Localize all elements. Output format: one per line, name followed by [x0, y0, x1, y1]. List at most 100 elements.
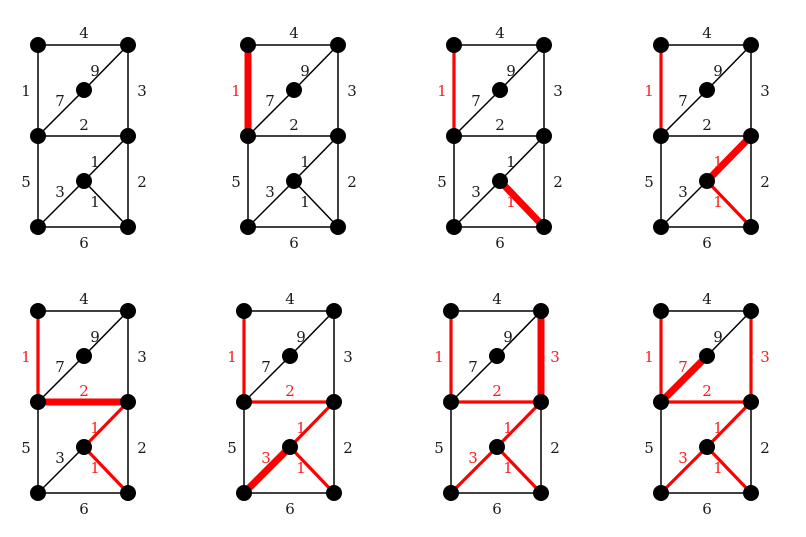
vertex-TR [533, 303, 549, 319]
edge-weight-label: 2 [492, 382, 502, 400]
edge-weight-label: 9 [503, 328, 513, 346]
vertex-CT [76, 348, 92, 364]
vertex-BL [446, 219, 462, 235]
vertex-CT [76, 82, 92, 98]
edge-weight-label: 2 [550, 439, 560, 457]
edge-weight-label: 3 [550, 348, 560, 366]
edge-weight-label: 1 [296, 459, 306, 477]
edge-weight-label: 3 [678, 449, 688, 467]
vertex-MR [330, 128, 346, 144]
edge-weight-label: 7 [265, 92, 275, 110]
edge-weight-label: 1 [437, 82, 447, 100]
edge-weight-label: 2 [285, 382, 295, 400]
edge-weight-label: 3 [760, 82, 770, 100]
vertex-BL [240, 219, 256, 235]
edge-CT-ML [243, 355, 291, 403]
vertex-CB [699, 439, 715, 455]
edge-weight-label: 9 [713, 62, 723, 80]
vertex-CB [492, 173, 508, 189]
edge-weight-label: 2 [79, 382, 89, 400]
vertex-ML [30, 394, 46, 410]
edge-weight-label: 3 [760, 348, 770, 366]
edge-CB-BR [293, 180, 339, 228]
edge-TR-CT [706, 44, 752, 91]
edge-weight-label: 1 [231, 82, 241, 100]
vertex-CT [699, 82, 715, 98]
vertex-TL [653, 303, 669, 319]
edge-weight-label: 3 [347, 82, 357, 100]
vertex-TR [743, 303, 759, 319]
edge-weight-label: 2 [137, 439, 147, 457]
edge-weight-label: 3 [553, 82, 563, 100]
edge-weight-label: 1 [434, 348, 444, 366]
edge-weight-label: 1 [503, 459, 513, 477]
edge-weight-label: 3 [343, 348, 353, 366]
edge-CB-BR [83, 180, 129, 228]
vertex-ML [240, 128, 256, 144]
edge-weight-label: 3 [261, 449, 271, 467]
edge-weight-label: 7 [261, 358, 271, 376]
vertex-ML [653, 128, 669, 144]
vertex-MR [326, 394, 342, 410]
vertex-TL [446, 37, 462, 53]
vertex-BR [120, 485, 136, 501]
vertex-TL [653, 37, 669, 53]
vertex-BR [533, 485, 549, 501]
edge-weight-label: 1 [90, 419, 100, 437]
edge-CB-BR-tree [495, 445, 543, 495]
edge-weight-label: 4 [702, 290, 712, 308]
edge-weight-label: 6 [495, 234, 505, 252]
edge-weight-label: 7 [55, 92, 65, 110]
edge-weight-label: 5 [644, 173, 654, 191]
edge-weight-label: 3 [55, 183, 65, 201]
vertex-TR [326, 303, 342, 319]
vertex-CT [699, 348, 715, 364]
edge-weight-label: 1 [644, 82, 654, 100]
vertex-BR [120, 219, 136, 235]
edge-weight-label: 2 [702, 116, 712, 134]
edge-CT-ML [450, 355, 498, 403]
vertex-BL [30, 485, 46, 501]
vertex-CB [282, 439, 298, 455]
edge-weight-label: 2 [760, 439, 770, 457]
edge-weight-label: 4 [79, 290, 89, 308]
edge-TR-CT [499, 44, 545, 91]
edge-weight-label: 7 [55, 358, 65, 376]
edge-TR-CT [289, 310, 335, 357]
edge-CB-BR-tree [288, 445, 336, 495]
edge-weight-label: 3 [265, 183, 275, 201]
edge-weight-label: 4 [79, 24, 89, 42]
edge-weight-label: 4 [492, 290, 502, 308]
vertex-TL [443, 303, 459, 319]
edge-TR-CT [293, 44, 339, 91]
edge-CT-ML [37, 355, 85, 403]
vertex-BR [743, 485, 759, 501]
edge-weight-label: 1 [90, 193, 100, 211]
edge-CB-BR-new [497, 178, 547, 230]
edge-weight-label: 7 [468, 358, 478, 376]
vertex-CT [492, 82, 508, 98]
vertex-MR [743, 394, 759, 410]
vertex-BL [653, 219, 669, 235]
vertex-TL [30, 37, 46, 53]
vertex-TR [120, 303, 136, 319]
vertex-BR [743, 219, 759, 235]
vertex-MR [120, 128, 136, 144]
edge-CB-BR-tree [705, 445, 753, 495]
edge-weight-label: 3 [471, 183, 481, 201]
edge-weight-label: 2 [553, 173, 563, 191]
edge-weight-label: 3 [55, 449, 65, 467]
edge-CB-BL-tree [449, 445, 499, 495]
edge-weight-label: 5 [21, 439, 31, 457]
edge-weight-label: 9 [713, 328, 723, 346]
edge-weight-label: 2 [702, 382, 712, 400]
edge-MR-CB [499, 135, 545, 182]
edge-weight-label: 1 [503, 419, 513, 437]
edge-weight-label: 1 [506, 193, 516, 211]
vertex-ML [653, 394, 669, 410]
